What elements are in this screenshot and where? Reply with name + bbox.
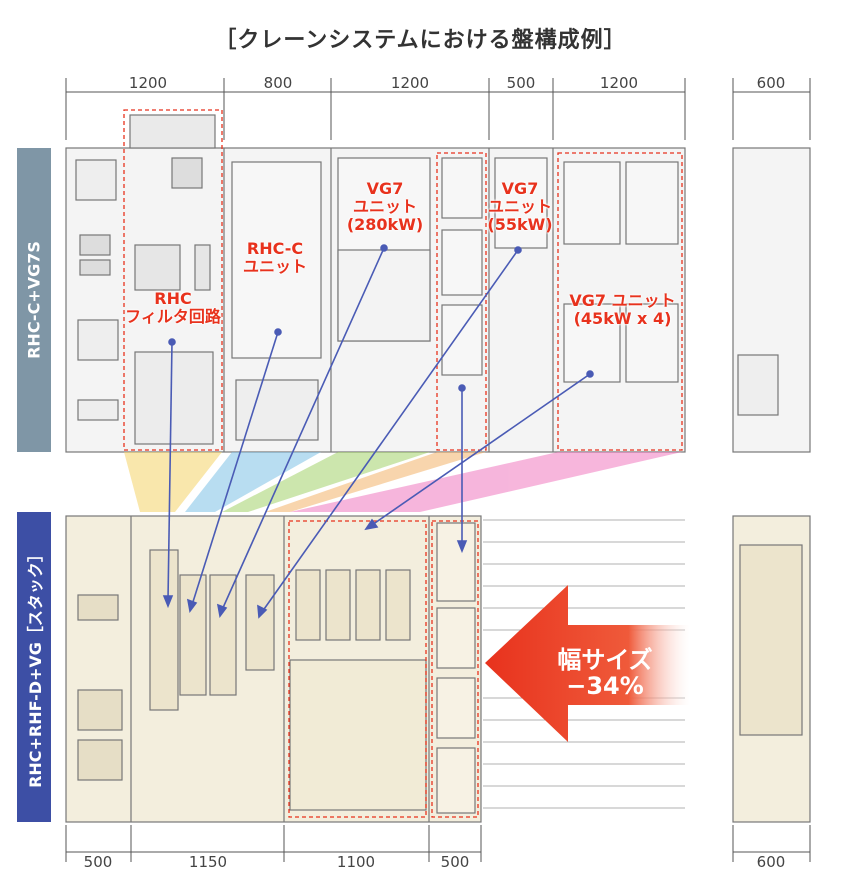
bottom-dimension-lines [65,825,811,862]
rhc-c-unit-label: RHC-C ユニット [242,239,307,276]
top-dimension-lines [65,78,811,140]
top-configuration-label: RHC-C+VG7S [17,148,51,452]
size-reduction-arrow [485,585,690,742]
bottom-dim-3: 1100 [336,853,376,871]
bottom-cabinet [65,515,811,823]
bottom-configuration-label: RHC+RHF-D+VG［スタック］ [17,512,51,822]
bottom-side-dim: 600 [756,853,786,871]
bottom-dim-4: 500 [440,853,470,871]
page-title: ［クレーンシステムにおける盤構成例］ [214,28,627,53]
top-cabinet [65,114,811,453]
connector-arrows [162,244,594,619]
width-size-label: 幅サイズ [557,646,653,674]
bottom-dim-1: 500 [83,853,113,871]
top-dim-4: 500 [506,74,536,92]
bottom-dim-2: 1150 [188,853,228,871]
color-bands [124,452,682,512]
rhc-filter-label: RHC フィルタ回路 [125,289,221,326]
top-dim-1: 1200 [128,74,168,92]
top-dim-3: 1200 [390,74,430,92]
top-highlight-outlines [123,109,683,451]
top-dim-5: 1200 [599,74,639,92]
vg7-280kw-label: VG7 ユニット (280kW) [346,179,424,234]
bottom-highlight-outlines [288,520,479,818]
top-dim-2: 800 [263,74,293,92]
top-side-dim: 600 [756,74,786,92]
reduction-percent-label: −34% [566,672,644,700]
vg7-55kw-label: VG7 ユニット (55kW) [487,179,553,234]
vg7-45kw-label: VG7 ユニット (45kW x 4) [569,291,676,328]
